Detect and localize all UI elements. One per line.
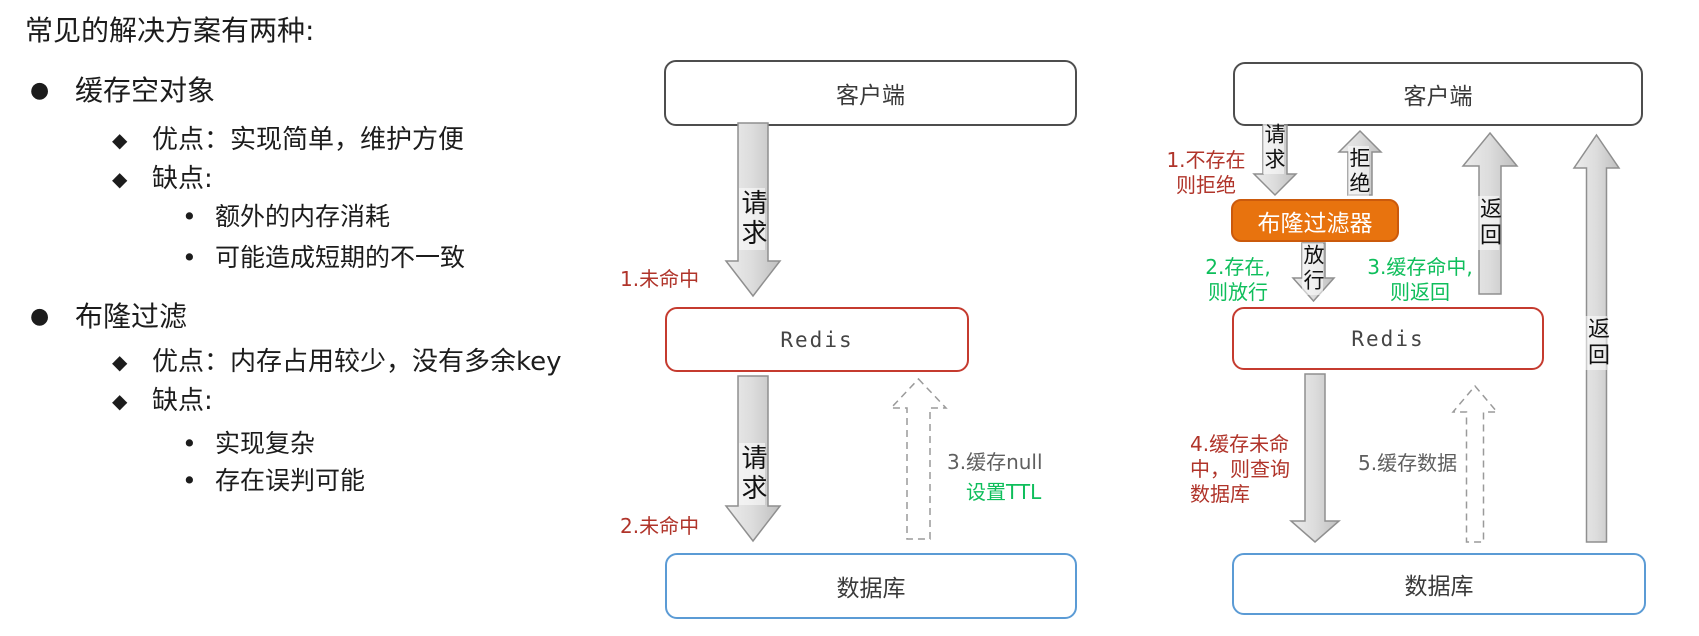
cache-null-note: 3.缓存null: [947, 450, 1043, 474]
request-arrow-label: 请求: [1262, 122, 1286, 174]
bloom-note-1-line1: 1.不存在: [1166, 148, 1246, 172]
bloom-note-4-line3: 数据库: [1190, 482, 1250, 507]
bullet-pro-1: ◆ 优点：实现简单，维护方便: [112, 125, 465, 156]
redis-box-right-diagram: Redis: [1232, 307, 1544, 370]
bullet-con-1b: • 可能造成短期的不一致: [182, 243, 466, 273]
bloom-note-3-line2: 则返回: [1390, 280, 1450, 305]
bullet-text: 优点：实现简单，维护方便: [152, 125, 465, 155]
bullet-con-2: ◆ 缺点:: [112, 386, 213, 417]
bloom-note-4-line1: 4.缓存未命: [1190, 432, 1290, 456]
database-box-left-diagram: 数据库: [665, 553, 1077, 619]
bullet-text: 额外的内存消耗: [215, 202, 391, 231]
cache-null-dashed-arrow: [889, 377, 948, 540]
bullet-con-1: ◆ 缺点:: [112, 164, 213, 195]
bullet-con-2a: • 实现复杂: [182, 429, 316, 459]
bullet-bloom-filter: ● 布隆过滤: [30, 300, 188, 333]
query-database-arrow: [1289, 373, 1341, 543]
return-arrow-database-label: 返回: [1584, 316, 1609, 370]
bullet-text: 布隆过滤: [75, 300, 188, 333]
panel-title: 常见的解决方案有两种:: [25, 14, 315, 47]
database-label: 数据库: [1404, 574, 1474, 600]
bullet-con-1a: • 额外的内存消耗: [182, 202, 391, 232]
small-dot-icon: •: [182, 243, 197, 272]
request-arrow-1-label: 请求: [737, 188, 767, 250]
redis-box-left-diagram: Redis: [665, 307, 969, 372]
bullet-dot-icon: ●: [30, 78, 50, 103]
miss-note-1: 1.未命中: [620, 267, 700, 291]
bullet-dot-icon: ●: [30, 304, 50, 329]
bloom-note-5: 5.缓存数据: [1358, 451, 1458, 475]
diamond-icon: ◆: [112, 389, 128, 413]
small-dot-icon: •: [182, 429, 197, 458]
return-arrow-redis-label: 返回: [1476, 196, 1501, 250]
bloom-filter-label: 布隆过滤器: [1257, 210, 1373, 237]
redis-label: Redis: [780, 327, 854, 352]
bloom-note-2-line2: 则放行: [1208, 280, 1268, 305]
reject-arrow-label: 拒绝: [1347, 146, 1371, 198]
redis-label: Redis: [1351, 326, 1425, 351]
bloom-note-2-line1: 2.存在,: [1205, 255, 1271, 279]
bullet-text: 实现复杂: [215, 429, 316, 458]
database-box-right-diagram: 数据库: [1232, 553, 1646, 615]
diamond-icon: ◆: [112, 128, 128, 152]
bloom-note-4: 4.缓存未命 中，则查询 数据库: [1190, 432, 1290, 508]
request-arrow-2-label: 请求: [737, 443, 767, 505]
bullet-pro-2: ◆ 优点：内存占用较少，没有多余key: [112, 347, 562, 378]
bullet-text: 缓存空对象: [75, 74, 216, 107]
bloom-note-1-line2: 则拒绝: [1176, 173, 1236, 198]
bullet-text: 缺点:: [152, 386, 213, 416]
small-dot-icon: •: [182, 466, 197, 495]
bullet-text: 缺点:: [152, 164, 213, 194]
bloom-note-2: 2.存在, 则放行: [1190, 255, 1286, 305]
bullet-cache-empty-object: ● 缓存空对象: [30, 74, 216, 107]
diamond-icon: ◆: [112, 167, 128, 191]
set-ttl-note: 设置TTL: [966, 480, 1042, 504]
bloom-note-1: 1.不存在 则拒绝: [1150, 148, 1262, 198]
bloom-note-4-line2: 中，则查询: [1190, 457, 1290, 482]
cache-data-dashed-arrow: [1451, 384, 1499, 543]
bullet-text: 可能造成短期的不一致: [215, 243, 466, 272]
small-dot-icon: •: [182, 202, 197, 231]
bullet-con-2b: • 存在误判可能: [182, 466, 366, 496]
client-label: 客户端: [1403, 84, 1473, 110]
client-label: 客户端: [836, 83, 905, 109]
bullet-text: 存在误判可能: [215, 466, 366, 495]
diamond-icon: ◆: [112, 350, 128, 374]
bloom-note-3-line1: 3.缓存命中,: [1367, 255, 1473, 279]
bloom-filter-box: 布隆过滤器: [1231, 199, 1399, 242]
pass-arrow-label: 放行: [1301, 243, 1325, 295]
bloom-note-3: 3.缓存命中, 则返回: [1360, 255, 1480, 305]
client-box-left-diagram: 客户端: [664, 60, 1077, 126]
client-box-right-diagram: 客户端: [1233, 62, 1643, 126]
database-label: 数据库: [836, 576, 906, 602]
panel-title-text: 常见的解决方案有两种:: [25, 14, 315, 47]
miss-note-2: 2.未命中: [620, 514, 700, 538]
bullet-text: 优点：内存占用较少，没有多余key: [152, 347, 562, 377]
